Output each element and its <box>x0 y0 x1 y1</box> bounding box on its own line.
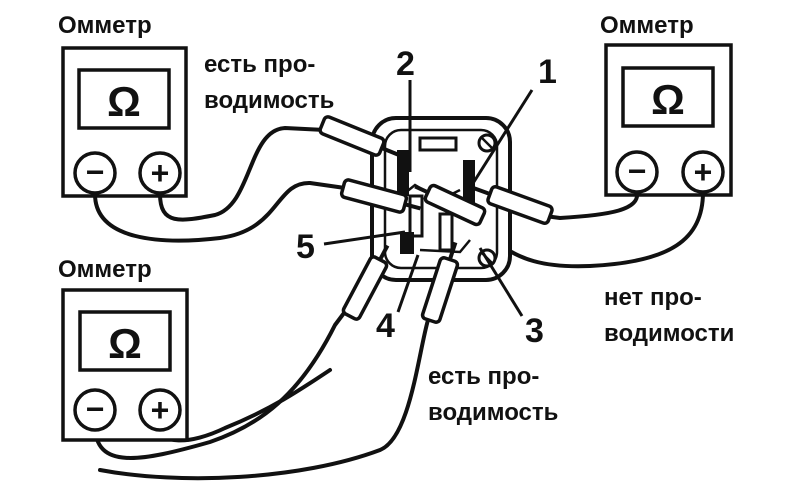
wire-tl-plus <box>158 126 327 222</box>
terminal-pin <box>463 160 475 208</box>
meter-display <box>621 66 715 128</box>
meter-title: Омметр <box>600 12 694 39</box>
label-continuity-top-line2: водимость <box>204 87 334 114</box>
minus-icon: − <box>86 391 105 427</box>
wire-b-minus <box>93 303 352 460</box>
leader-line <box>323 230 406 246</box>
ohmmeter-bottom: Омметр Ω − + <box>58 256 189 442</box>
connector-detail <box>419 239 471 254</box>
ohmmeter-top-left: Омметр Ω − + <box>58 12 188 198</box>
label-no-continuity-line2: водимости <box>604 320 734 347</box>
plus-terminal <box>138 151 182 195</box>
terminal-label-2: 2 <box>396 45 415 83</box>
terminal-label-5: 5 <box>296 228 315 266</box>
terminal-label-4: 4 <box>376 307 395 345</box>
probe-tl-minus <box>339 178 421 214</box>
label-continuity-bottom-line2: водимость <box>428 399 558 426</box>
label-continuity-top-line1: есть про- <box>204 51 315 78</box>
wire-tr-plus <box>498 190 705 269</box>
terminal-label-1: 1 <box>538 53 557 91</box>
terminal-pin <box>438 212 454 252</box>
ohm-icon: Ω <box>651 76 685 123</box>
meter-title: Омметр <box>58 12 152 39</box>
minus-icon: − <box>628 153 647 189</box>
plus-icon: + <box>151 392 170 428</box>
ohmmeter-top-right: Омметр Ω − + <box>600 12 733 197</box>
continuity-labels: есть про- водимость нет про- водимости е… <box>204 51 734 426</box>
plus-icon: + <box>151 155 170 191</box>
terminal-callouts: 2 1 5 4 3 <box>296 45 557 350</box>
label-no-continuity-line1: нет про- <box>604 284 702 311</box>
plus-icon: + <box>694 154 713 190</box>
ohm-icon: Ω <box>108 320 142 367</box>
wire-b-plus-2 <box>98 318 430 481</box>
probe-b-plus <box>420 241 460 324</box>
leader-line <box>468 89 534 189</box>
meter-display <box>78 310 172 372</box>
leader-line <box>396 254 420 313</box>
terminal-label-3: 3 <box>525 312 544 350</box>
ohm-icon: Ω <box>107 78 141 125</box>
probe-tr-plus <box>414 183 487 227</box>
probe-tr-minus <box>472 184 554 226</box>
wire-tl-minus <box>93 180 347 243</box>
plus-terminal <box>681 150 725 194</box>
leader-line <box>478 247 524 317</box>
meter-title: Омметр <box>58 256 152 283</box>
probes <box>318 115 554 324</box>
label-continuity-bottom-line1: есть про- <box>428 363 539 390</box>
plus-terminal <box>138 388 182 432</box>
wire-tr-minus <box>543 190 640 220</box>
connector-top-slot <box>418 136 458 152</box>
minus-terminal <box>73 151 117 195</box>
minus-terminal <box>73 388 117 432</box>
probe-tl-plus <box>318 115 400 157</box>
terminal-pin <box>400 232 414 254</box>
probe-b-minus <box>341 244 390 321</box>
terminal-pin <box>408 194 424 238</box>
minus-terminal <box>615 150 659 194</box>
terminal-pin <box>397 150 409 196</box>
meter-display <box>77 68 171 130</box>
minus-icon: − <box>86 154 105 190</box>
